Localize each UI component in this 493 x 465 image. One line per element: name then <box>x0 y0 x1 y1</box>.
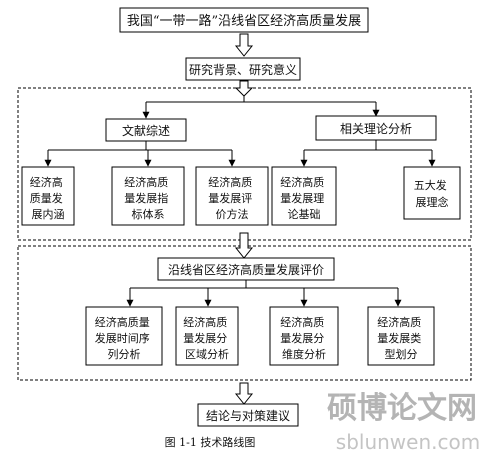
svg-text:经济高 质量发 展内涵: 经济高 质量发 展内涵 <box>30 175 67 221</box>
svg-text:经济高质 量发展理 论基础: 经济高质 量发展理 论基础 <box>280 175 328 221</box>
literature-review-label: 文献综述 <box>122 123 170 138</box>
node-label-line: 量发展分 <box>280 331 324 345</box>
hollow-arrow-4 <box>234 382 254 405</box>
evaluation-node-label: 沿线省区经济高质量发展评价 <box>168 262 324 277</box>
node-label-line: 维度分析 <box>282 347 326 361</box>
svg-text:五大发 展理念: 五大发 展理念 <box>414 178 451 209</box>
hollow-arrow-3 <box>234 232 254 259</box>
title-node-label: 我国“一带一路”沿线省区经济高质量发展 <box>127 13 361 29</box>
hollow-arrow-2 <box>234 80 254 97</box>
node-label-line: 量发展评 <box>208 191 252 205</box>
node-label-line: 发展时间序 <box>95 331 150 345</box>
svg-text:经济高质 量发展评 价方法: 经济高质 量发展评 价方法 <box>208 175 256 221</box>
node-label-line: 论基础 <box>288 207 321 221</box>
watermark-url: sblunwen.com <box>336 430 480 454</box>
node-label-line: 量发展类 <box>377 331 421 345</box>
evaluation-item-time-series: 经济高质量 发展时间序 列分析 <box>85 306 163 366</box>
theory-analysis-node: 相关理论分析 <box>315 115 437 141</box>
svg-text:经济高质 量发展分 维度分析: 经济高质 量发展分 维度分析 <box>280 315 328 361</box>
theory-item-foundation: 经济高质 量发展理 论基础 <box>271 166 337 226</box>
node-label-line: 标体系 <box>132 207 165 221</box>
node-label-line: 展理念 <box>416 195 449 209</box>
background-node: 研究背景、研究意义 <box>185 57 301 81</box>
node-label-line: 区域分析 <box>185 347 229 361</box>
node-label-line: 列分析 <box>108 347 141 361</box>
svg-text:经济高质量 发展时间序 列分析: 经济高质量 发展时间序 列分析 <box>95 315 154 361</box>
node-label-line: 经济高质 <box>377 315 421 329</box>
theory-item-five-concepts: 五大发 展理念 <box>403 166 461 220</box>
node-label-line: 经济高质 <box>124 175 168 189</box>
evaluation-item-type-classification: 经济高质 量发展类 型划分 <box>367 306 435 366</box>
node-label-line: 量发展分 <box>183 331 227 345</box>
conclusion-node: 结论与对策建议 <box>197 403 299 427</box>
theory-analysis-label: 相关理论分析 <box>340 122 412 136</box>
node-label-line: 展内涵 <box>32 207 65 221</box>
svg-text:经济高质 量发展分 区域分析: 经济高质 量发展分 区域分析 <box>183 315 231 361</box>
node-label-line: 经济高质 <box>280 315 324 329</box>
node-label-line: 型划分 <box>385 347 418 361</box>
svg-text:经济高质 量发展指 标体系: 经济高质 量发展指 标体系 <box>124 175 172 221</box>
title-node: 我国“一带一路”沿线省区经济高质量发展 <box>119 7 369 33</box>
node-label-line: 经济高质 <box>183 315 227 329</box>
hollow-arrow-1 <box>234 33 254 57</box>
node-label-line: 量发展理 <box>280 191 324 205</box>
node-label-line: 五大发 <box>414 178 447 192</box>
node-label-line: 质量发 <box>30 191 63 205</box>
evaluation-item-regional: 经济高质 量发展分 区域分析 <box>175 306 239 366</box>
literature-item-connotation: 经济高 质量发 展内涵 <box>21 166 75 226</box>
literature-item-indicator-system: 经济高质 量发展指 标体系 <box>111 166 185 226</box>
node-label-line: 价方法 <box>216 207 249 221</box>
literature-item-evaluation-method: 经济高质 量发展评 价方法 <box>195 166 269 226</box>
evaluation-node: 沿线省区经济高质量发展评价 <box>157 257 335 281</box>
literature-review-node: 文献综述 <box>105 118 187 142</box>
node-label-line: 经济高质量 <box>95 315 150 329</box>
svg-text:经济高质 量发展类 型划分: 经济高质 量发展类 型划分 <box>377 315 425 361</box>
evaluation-item-dimensional: 经济高质 量发展分 维度分析 <box>269 306 339 366</box>
node-label-line: 经济高 <box>30 175 63 189</box>
node-label-line: 经济高质 <box>208 175 252 189</box>
watermark-title: 硕博论文网 <box>327 391 477 426</box>
conclusion-node-label: 结论与对策建议 <box>206 409 290 423</box>
node-label-line: 量发展指 <box>124 191 168 205</box>
background-node-label: 研究背景、研究意义 <box>189 62 297 77</box>
figure-caption: 图 1-1 技术路线图 <box>165 435 256 449</box>
node-label-line: 经济高质 <box>280 175 324 189</box>
